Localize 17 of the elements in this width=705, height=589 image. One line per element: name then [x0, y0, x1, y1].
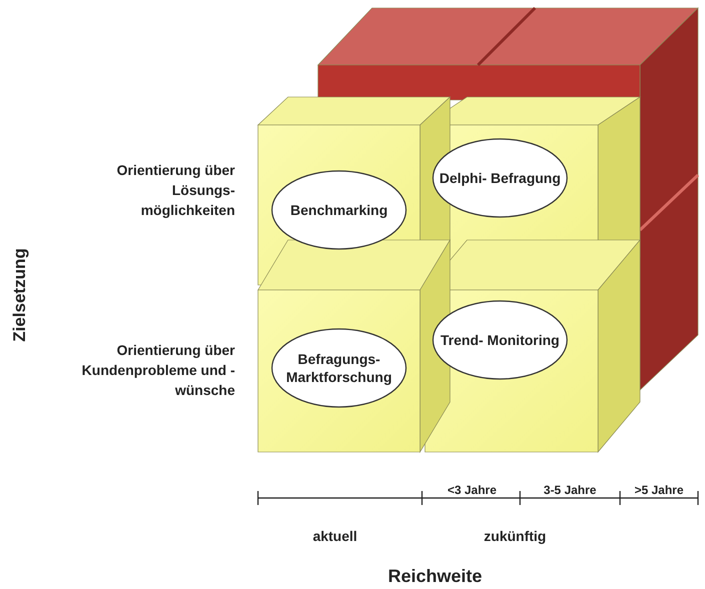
row-label: Orientierung über Lösungs- möglichkeiten — [116, 161, 235, 220]
tick-label: >5 Jahre — [633, 482, 685, 499]
axis-title: Zielsetzung — [10, 247, 30, 344]
method-ellipse — [271, 328, 407, 408]
axis-title: Reichweite — [386, 566, 484, 586]
tick-label: 3-5 Jahre — [542, 482, 598, 499]
method-label: Benchmarking — [290, 201, 388, 219]
method-label: Trend- Monitoring — [440, 331, 560, 349]
column-label: aktuell — [312, 527, 358, 546]
column-label: zukünftig — [482, 527, 548, 546]
method-ellipse — [271, 170, 407, 250]
method-label: Befragungs- Marktforschung — [285, 350, 393, 386]
tick-label: <3 Jahre — [446, 482, 498, 499]
method-ellipse — [432, 138, 568, 218]
method-ellipse — [432, 300, 568, 380]
row-label: Orientierung über Kundenprobleme und -wünsche — [80, 341, 235, 400]
method-label: Delphi- Befragung — [439, 169, 561, 187]
